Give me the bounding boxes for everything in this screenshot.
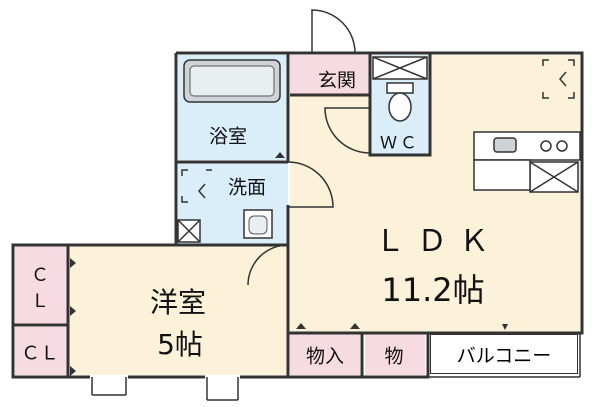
- closet-upper-line1: Ｃ: [31, 265, 49, 286]
- closet-upper-label: Ｃ Ｌ: [31, 263, 49, 315]
- closet-upper-line2: Ｌ: [31, 291, 49, 312]
- closet-upper-floor: [15, 245, 68, 325]
- storage-large-label: 物入: [305, 345, 345, 368]
- yoshitsu-floor: [68, 245, 288, 375]
- ldk-size-label: 11.2帖: [381, 271, 485, 309]
- refrigerator-space-icon: [529, 161, 579, 193]
- yoshitsu-door: [247, 244, 289, 286]
- yoshitsu-label: 洋室: [149, 286, 207, 319]
- vent-box-icon: [177, 219, 201, 243]
- washroom-door: [287, 161, 334, 208]
- storage-small-floor: [365, 333, 425, 375]
- walls: [11, 51, 584, 379]
- washbasin-icon: [243, 209, 273, 239]
- storage-small-label: 物: [384, 345, 404, 368]
- bathtub-icon: [183, 59, 281, 103]
- toilet-label: ＷＣ: [380, 133, 420, 154]
- ldk-label: ＬＤＫ: [375, 224, 501, 259]
- kitchen-counter: [473, 131, 581, 191]
- window-openings: [91, 333, 581, 401]
- balcony-label: バルコニー: [430, 334, 578, 374]
- toilet-door: [324, 107, 371, 154]
- yoshitsu-size-label: 5帖: [157, 328, 203, 361]
- storage-large-floor: [290, 333, 360, 375]
- vent-box-icon: [372, 56, 428, 80]
- ventilation-icon: [542, 59, 575, 99]
- toilet-icon: [386, 82, 414, 122]
- entrance-door: [311, 9, 356, 54]
- closet-lower-label: ＣＬ: [20, 342, 60, 365]
- entrance-label: 玄関: [317, 69, 357, 92]
- bath-label: 浴室: [208, 125, 248, 148]
- entrance-floor: [290, 55, 370, 95]
- wall-markers: [70, 152, 508, 376]
- ventilation-icon: [181, 169, 212, 203]
- washroom-label: 洗面: [227, 176, 267, 199]
- closet-lower-floor: [15, 327, 68, 375]
